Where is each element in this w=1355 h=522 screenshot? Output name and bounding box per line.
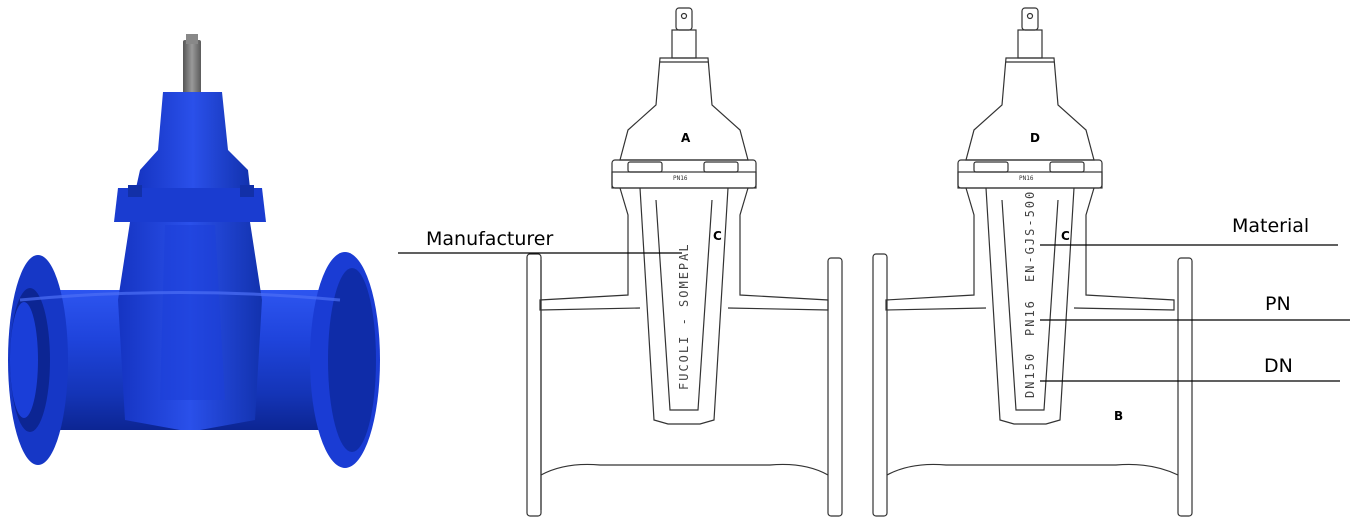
valve-bonnet-flange [114,188,266,222]
material-label: Material [1232,215,1309,237]
right-valve-drawing [872,7,1193,517]
manufacturer-label: Manufacturer [426,228,553,250]
emboss-material: EN-GJS-500 [1023,190,1037,282]
marker-a: A [681,131,691,145]
marker-c-left: C [713,229,722,243]
emboss-pn: PN16 [1023,299,1037,336]
callout-lines [398,244,1350,382]
dn-label: DN [1264,355,1293,377]
pn-label: PN [1265,293,1291,315]
emboss-bonnet-left: PN16 [673,175,688,182]
valve-photo [8,34,380,468]
valve-stem [183,40,201,100]
emboss-bonnet-right: PN16 [1019,175,1034,182]
emboss-manufacturer: FUCOLI - SOMEPAL [677,242,691,390]
left-valve-drawing [526,7,843,517]
emboss-dn: DN150 [1023,352,1037,398]
valve-top-cap [136,92,250,188]
marker-d: D [1030,131,1040,145]
marker-c-right: C [1061,229,1070,243]
marker-b: B [1114,409,1123,423]
